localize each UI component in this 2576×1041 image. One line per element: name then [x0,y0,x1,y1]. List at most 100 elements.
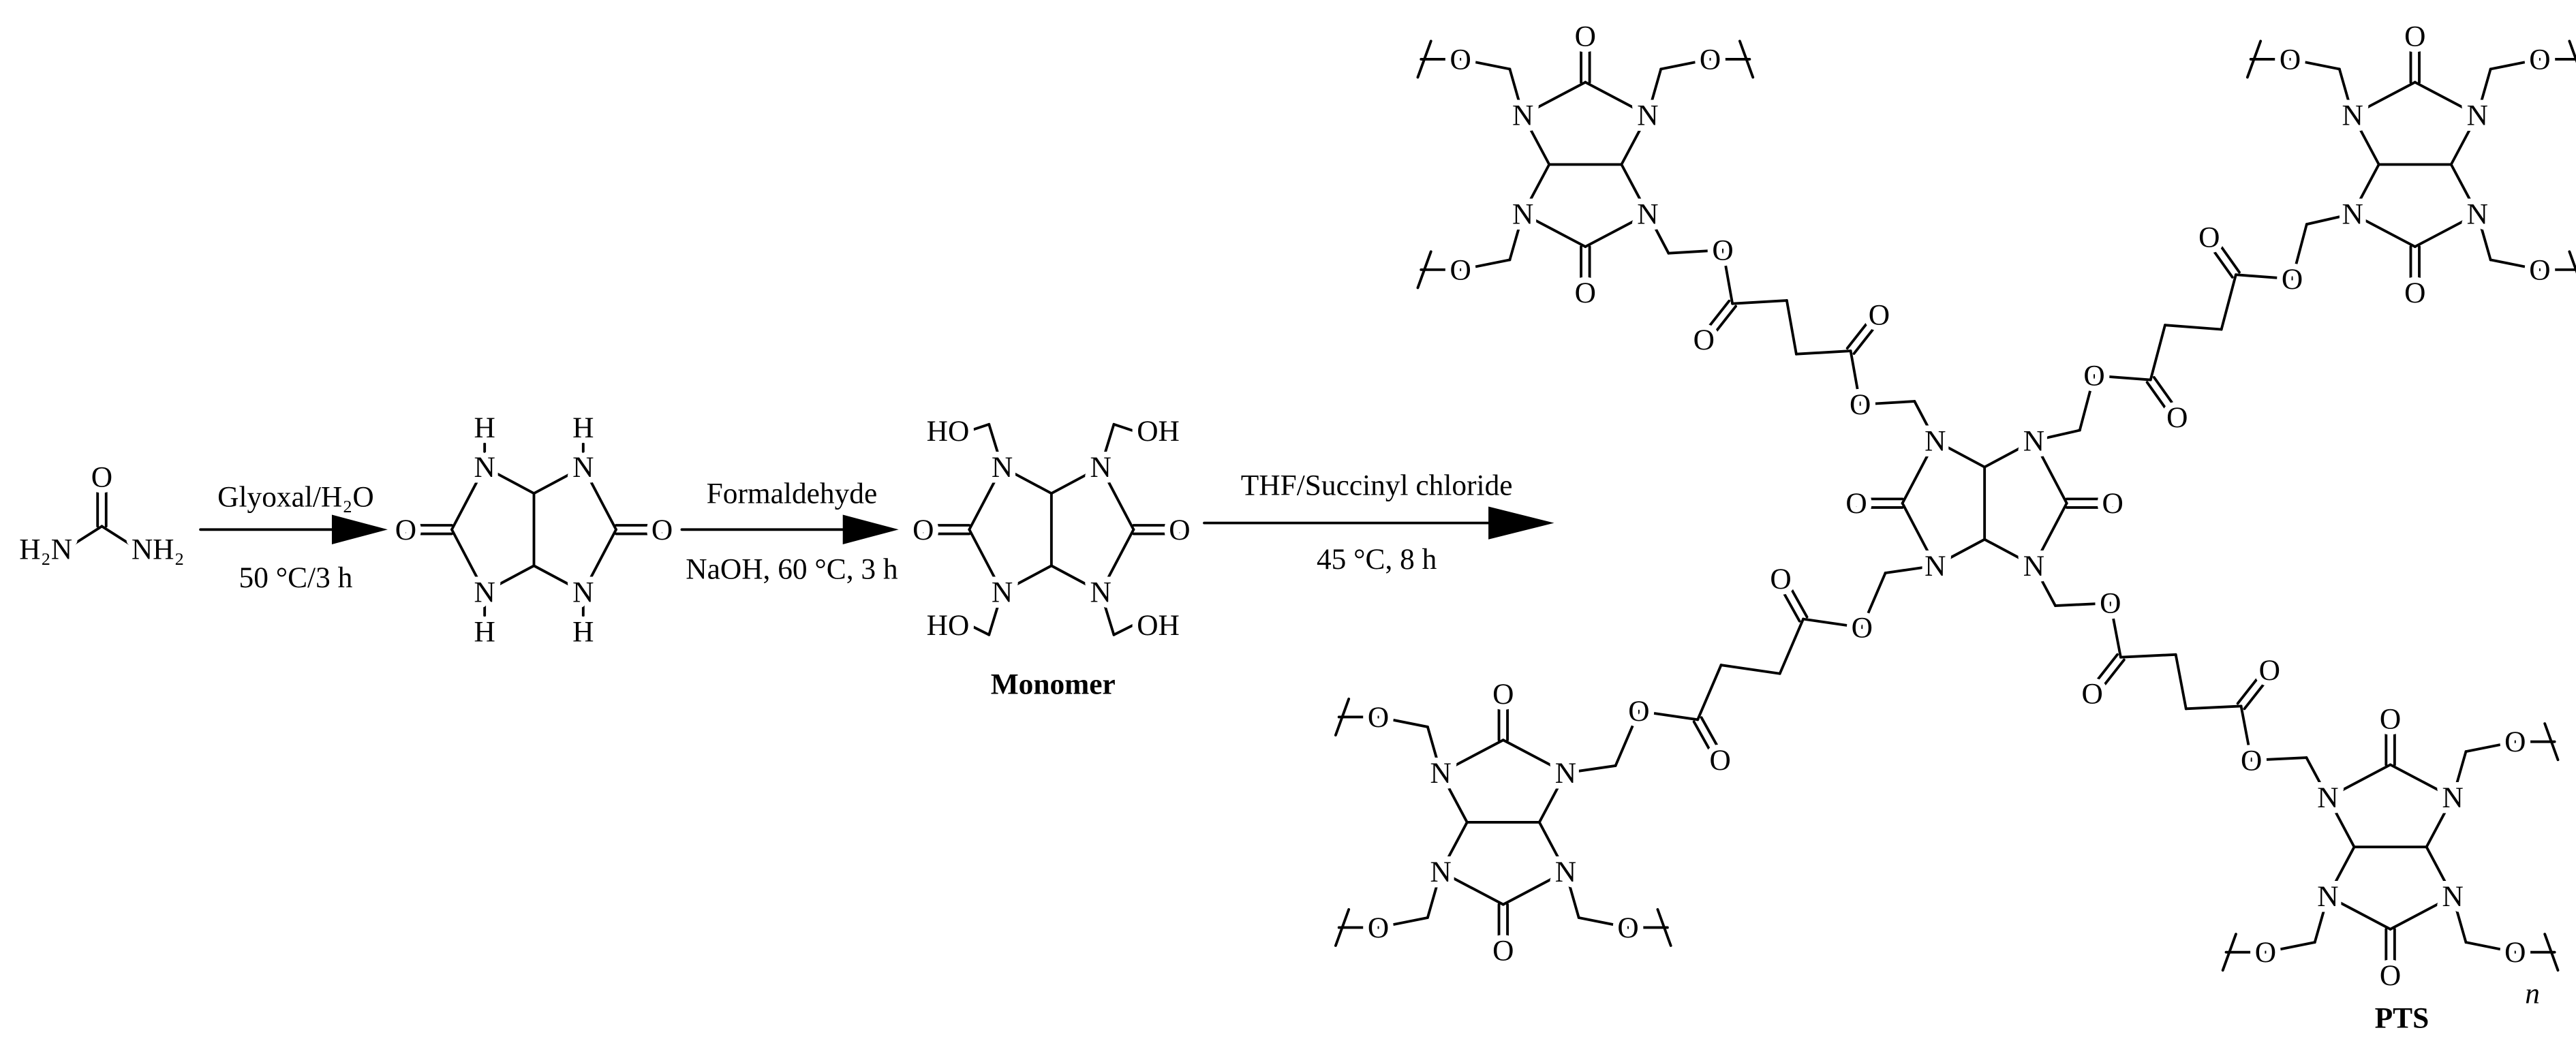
succinate-bond [1638,709,1700,721]
single-bond [2489,57,2541,71]
succinate-bond [1614,709,1640,767]
single-bond [1901,501,1937,568]
succinate-bond [2078,374,2096,432]
single-bond [2476,212,2492,262]
nitrogen-atom: N [2023,424,2044,457]
step1-conditions: 50 °C/3 h [239,561,353,594]
double-bond [1700,716,1726,760]
single-bond [2451,750,2468,799]
ester-oxygen: O [1850,388,1871,421]
single-bond [2288,57,2341,71]
ester-oxygen: O [2083,360,2104,392]
single-bond [1620,114,1649,166]
carbonyl-oxygen: O [1169,514,1190,546]
single-bond [968,528,1004,593]
ether-oxygen: O [1368,912,1389,944]
succinate-bond [1731,299,1788,305]
carbonyl-oxygen: O [1575,20,1596,53]
ether-oxygen: O [2504,726,2526,758]
single-bond [1049,465,1103,495]
polymer-bracket [2543,722,2560,762]
nitrogen-atom: N [1430,856,1452,888]
single-bond [1983,538,2036,568]
polymer-bracket [2543,933,2560,972]
single-bond [2337,67,2355,116]
hydrogen-atom: H [474,411,495,444]
nitrogen-atom: N [2442,880,2464,913]
carbonyl-oxygen: O [1693,324,1715,356]
single-bond [450,528,487,593]
succinate-bond [1696,664,1723,721]
single-bond [2032,439,2068,505]
nitrogen-atom: N [2467,99,2488,131]
single-bond [64,525,104,551]
polymer-bracket [1334,697,1351,736]
single-bond [2389,895,2455,931]
polymer-label: PTS [2375,1002,2429,1035]
single-bond [581,528,617,593]
single-bond [1439,870,1505,906]
single-bond [1459,258,1512,271]
single-bond [968,465,1004,531]
single-bond [1521,80,1587,116]
double-bond [2204,238,2234,279]
nitrogen-atom: N [2342,99,2363,131]
ester-oxygen: O [2241,744,2262,777]
carbonyl-oxygen: O [1492,678,1514,711]
reaction-arrow-3 [1203,506,1554,540]
polymer-bracket [2568,40,2576,63]
double-bond [1852,315,1884,355]
carbonyl-oxygen: O [1492,935,1514,967]
single-bond [1439,771,1469,824]
single-bond [2489,258,2541,271]
single-bond [2464,740,2517,753]
single-bond [968,422,991,433]
single-bond [1439,739,1505,775]
single-bond [2327,796,2356,849]
succinate-bond [1719,664,1781,675]
succinate-bond [2184,704,2243,711]
single-bond [2264,941,2316,954]
single-bond [1521,114,1551,166]
succinate-bond [2290,223,2308,281]
carbonyl-oxygen: O [913,514,934,546]
step3-reagent: THF/Succinyl chloride [1241,469,1513,502]
single-bond [1933,538,1987,568]
single-bond [1426,726,1443,775]
carbonyl-oxygen: O [1770,563,1791,595]
double-bond [2087,653,2119,692]
hydroxyl-group: OH [1137,609,1180,642]
carbonyl-oxygen: O [2081,677,2102,710]
ether-oxygen: O [2529,253,2550,286]
single-bond [2351,163,2380,215]
double-bond [1775,579,1801,623]
ester-oxygen: O [2282,263,2303,296]
single-bond [1099,465,1135,531]
single-bond [2313,895,2329,944]
single-bond [1933,439,1987,469]
succinate-bond [2305,212,2355,226]
amine-group: NH₂ [132,533,185,566]
double-bond [1699,299,1731,339]
single-bond [1646,67,1663,116]
single-bond [2032,501,2068,568]
bonds-layer [64,35,2576,977]
succinate-bond [1860,572,1887,630]
single-bond [2327,895,2392,931]
double-bond [1845,311,1877,350]
single-bond [968,623,991,636]
single-bond [1000,465,1053,495]
succinate-bond [2109,602,2122,659]
polymer-bracket [2245,40,2263,79]
single-bond [1508,212,1524,262]
succinate-bond [2220,273,2237,331]
carbonyl-oxygen: O [2380,959,2401,992]
single-bond [1521,163,1551,215]
ether-oxygen: O [2255,936,2276,969]
succinate-bond [2054,602,2112,607]
carbonyl-oxygen: O [2404,277,2425,309]
succinate-bond [1849,349,1862,406]
nitrogen-atom: N [1555,757,1576,790]
